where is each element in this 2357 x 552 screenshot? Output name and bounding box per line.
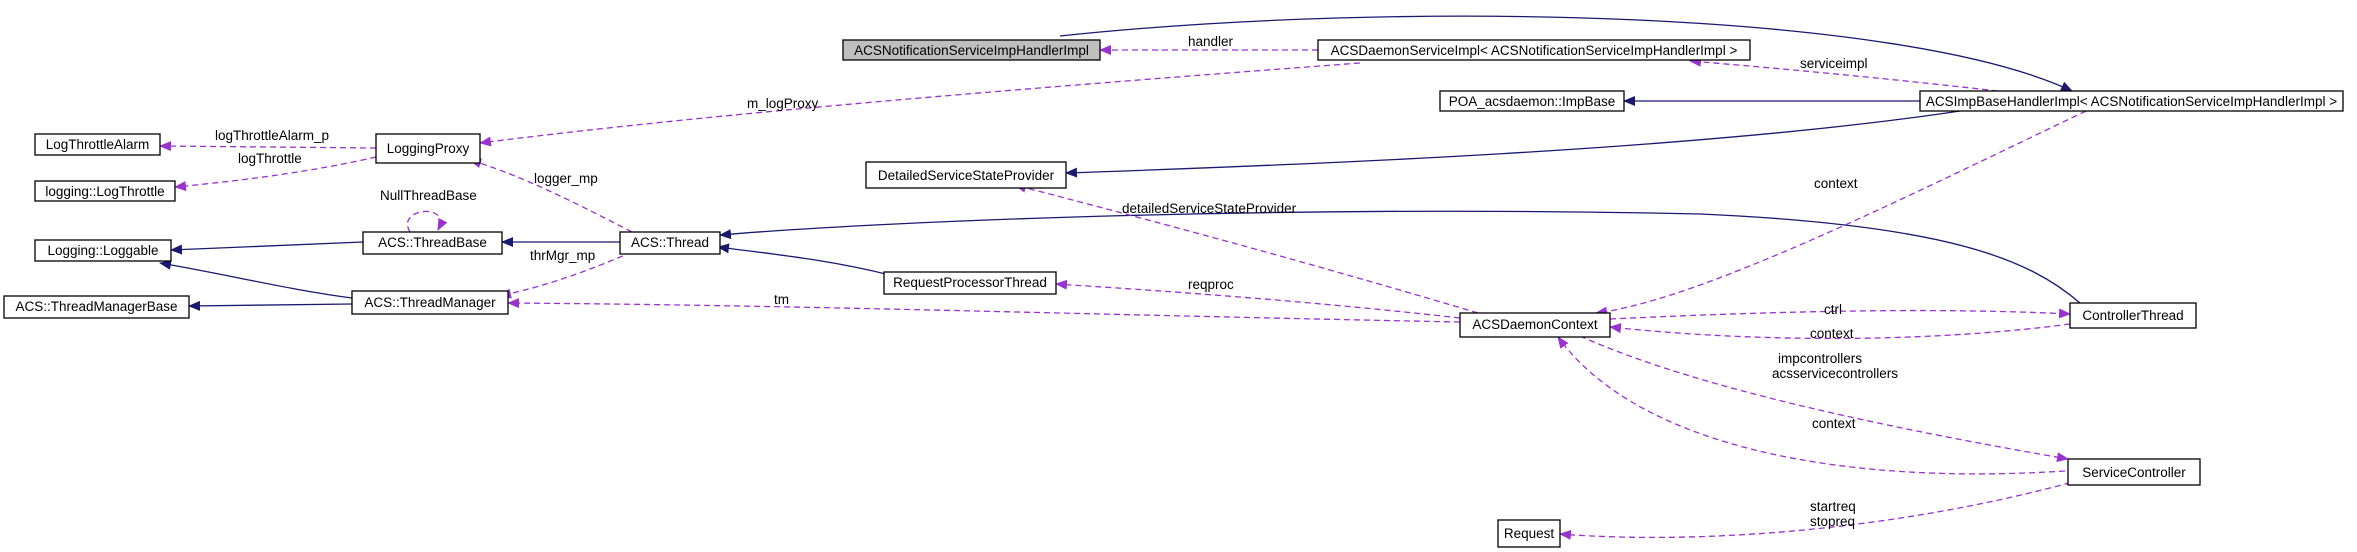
node-acs-threadmanagerbase[interactable]: ACS::ThreadManagerBase [3, 295, 190, 319]
label-handler: handler [1188, 34, 1234, 49]
svg-text:Logging::Loggable: Logging::Loggable [47, 243, 158, 258]
node-acsnotificationserviceimphandlerimpl[interactable]: ACSNotificationServiceImpHandlerImpl [842, 39, 1101, 61]
node-logging-loggable[interactable]: Logging::Loggable [34, 239, 172, 262]
label-context-svc: context [1812, 416, 1856, 431]
svg-text:LoggingProxy: LoggingProxy [387, 141, 470, 156]
node-request[interactable]: Request [1497, 519, 1561, 548]
node-controllerthread[interactable]: ControllerThread [2069, 302, 2197, 329]
edge-use-thrmgr [499, 251, 633, 299]
node-acsimpbasehandlerimpl[interactable]: ACSImpBaseHandlerImpl< ACSNotificationSe… [1919, 90, 2344, 112]
edge-use-context-impbase [1595, 110, 2087, 317]
svg-text:ACSDaemonContext: ACSDaemonContext [1472, 317, 1598, 332]
svg-text:logging::LogThrottle: logging::LogThrottle [45, 184, 164, 199]
edge-inherit-controller-thread [719, 210, 2081, 304]
edge-use-logger-mp [469, 158, 633, 233]
node-acs-thread[interactable]: ACS::Thread [619, 231, 721, 255]
edge-use-ctrl [1609, 308, 2071, 320]
edge-inherit-tm-tmbase [188, 300, 353, 311]
node-acs-threadbase[interactable]: ACS::ThreadBase [362, 231, 503, 255]
svg-text:RequestProcessorThread: RequestProcessorThread [893, 275, 1047, 290]
node-requestprocessorthread[interactable]: RequestProcessorThread [883, 271, 1057, 295]
edge-use-tm [507, 298, 1461, 323]
edge-inherit-impbase-notif [1059, 15, 2073, 92]
edge-use-nullthreadbase [406, 210, 448, 233]
label-reqproc: reqproc [1188, 277, 1234, 292]
svg-text:ACS::ThreadManager: ACS::ThreadManager [364, 295, 496, 310]
label-logthrottlealarm-p: logThrottleAlarm_p [215, 128, 329, 143]
label-thrmgr-mp: thrMgr_mp [530, 248, 595, 263]
edge-use-request [1559, 479, 2081, 540]
edge-use-m-logproxy [479, 62, 1361, 147]
svg-text:ACS::ThreadManagerBase: ACS::ThreadManagerBase [15, 299, 177, 314]
svg-text:POA_acsdaemon::ImpBase: POA_acsdaemon::ImpBase [1449, 94, 1616, 109]
edges [159, 15, 2087, 540]
node-servicecontroller[interactable]: ServiceController [2067, 458, 2201, 486]
label-logger-mp: logger_mp [534, 171, 598, 186]
label-m-logproxy: m_logProxy [747, 96, 819, 111]
label-context-impbase: context [1814, 176, 1858, 191]
svg-text:ACS::ThreadBase: ACS::ThreadBase [378, 235, 487, 250]
edge-use-logthrottlealarm [159, 141, 377, 152]
label-context-ctrl: context [1810, 326, 1854, 341]
label-detailed: detailedServiceStateProvider [1122, 201, 1297, 216]
node-loggingproxy[interactable]: LoggingProxy [375, 133, 481, 164]
edge-inherit-impbase-detailed [1065, 110, 1961, 178]
edge-inherit-tm-loggable [159, 259, 353, 299]
node-acsdaemonserviceimpl[interactable]: ACSDaemonServiceImpl< ACSNotificationSer… [1317, 39, 1751, 61]
svg-text:ACSImpBaseHandlerImpl< ACSNoti: ACSImpBaseHandlerImpl< ACSNotificationSe… [1926, 94, 2337, 109]
edge-use-context-ctrl [1609, 323, 2071, 340]
edge-inherit-reqproc-thread [717, 243, 891, 276]
label-logthrottle: logThrottle [238, 151, 302, 166]
node-logging-logthrottle[interactable]: logging::LogThrottle [34, 180, 176, 202]
svg-text:LogThrottleAlarm: LogThrottleAlarm [46, 137, 150, 152]
label-impcontrollers: impcontrollers [1778, 351, 1862, 366]
edge-use-reqproc [1055, 279, 1461, 319]
nodes: ACSNotificationServiceImpHandlerImpl ACS… [3, 39, 2344, 548]
svg-text:ACS::Thread: ACS::Thread [631, 235, 709, 250]
node-acsdaemoncontext[interactable]: ACSDaemonContext [1459, 312, 1611, 338]
svg-text:ACSNotificationServiceImpHandl: ACSNotificationServiceImpHandlerImpl [854, 43, 1089, 58]
edge-use-context-svc [1557, 336, 2066, 475]
svg-text:ACSDaemonServiceImpl< ACSNotif: ACSDaemonServiceImpl< ACSNotificationSer… [1331, 43, 1738, 58]
node-poa-acsdaemon-impbase[interactable]: POA_acsdaemon::ImpBase [1439, 90, 1625, 112]
edge-use-serviceimpl [1689, 56, 1999, 92]
label-startreq: startreq [1810, 499, 1856, 514]
svg-text:Request: Request [1504, 526, 1555, 541]
svg-text:ServiceController: ServiceController [2082, 465, 2186, 480]
label-ctrl: ctrl [1824, 302, 1842, 317]
svg-text:ControllerThread: ControllerThread [2082, 308, 2183, 323]
edge-labels: handler serviceimpl m_logProxy logThrott… [215, 34, 1898, 529]
edge-use-svcctrl [1579, 335, 2069, 463]
label-tm: tm [774, 292, 789, 307]
edge-use-detailed [1014, 182, 1479, 314]
label-stopreq: stopreq [1810, 514, 1855, 529]
label-acsservicecontrollers: acsservicecontrollers [1772, 366, 1898, 381]
node-acs-threadmanager[interactable]: ACS::ThreadManager [351, 290, 509, 315]
edge-use-logthrottle [174, 156, 377, 191]
edge-inherit-threadbase-loggable [170, 241, 364, 255]
node-detailedservicestateprovider[interactable]: DetailedServiceStateProvider [865, 161, 1067, 189]
node-logthrottlealarm[interactable]: LogThrottleAlarm [34, 133, 161, 156]
svg-text:DetailedServiceStateProvider: DetailedServiceStateProvider [878, 168, 1055, 183]
label-nullthreadbase: NullThreadBase [380, 188, 477, 203]
label-serviceimpl: serviceimpl [1800, 56, 1868, 71]
